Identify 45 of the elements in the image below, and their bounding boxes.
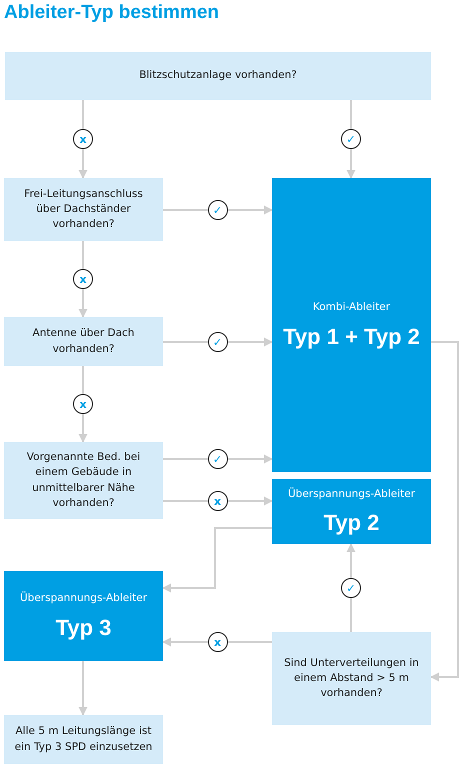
arrow — [78, 366, 88, 443]
box-subtitle: Kombi-Ableiter — [312, 300, 390, 316]
arrow — [430, 341, 459, 682]
arrow — [78, 241, 88, 318]
decision-mark: x — [73, 394, 93, 414]
question-box — [272, 632, 431, 725]
result-box — [4, 571, 163, 661]
decision-mark: x — [208, 632, 228, 652]
arrow — [346, 100, 356, 179]
diagram-title: Ableiter-Typ bestimmen — [4, 2, 220, 24]
arrow — [78, 100, 88, 179]
result-box — [272, 178, 431, 472]
arrow — [163, 496, 273, 506]
decision-mark: ✓ — [208, 332, 228, 352]
arrow — [162, 638, 272, 646]
box-text: Vorgenannte Bed. bei einem Gebäude in unmittelbarer Nähe vorhanden? — [26, 450, 142, 511]
box-text: Sind Unterverteilungen in einem Abstand > 5 m vorhanden? — [283, 656, 420, 702]
arrow — [163, 454, 273, 464]
box-text: Blitzschutzanlage vorhanden? — [139, 68, 297, 84]
box-subtitle: Überspannungs-Ableiter — [20, 591, 148, 606]
question-box — [4, 178, 163, 241]
decision-mark: x — [208, 491, 228, 511]
box-subtitle: Überspannungs-Ableiter — [288, 486, 416, 502]
decision-mark: ✓ — [208, 449, 228, 469]
decision-mark: ✓ — [208, 200, 228, 220]
decision-mark: x — [73, 269, 93, 289]
decision-mark: ✓ — [341, 578, 361, 598]
box-text: Frei-Leitungsanschluss über Dachständer vorhanden? — [23, 186, 144, 232]
arrow — [78, 661, 88, 716]
question-box — [4, 715, 163, 764]
box-heading: Typ 2 — [324, 510, 380, 536]
arrow — [163, 338, 273, 346]
decision-mark: ✓ — [341, 129, 361, 149]
box-heading: Typ 1 + Typ 2 — [283, 324, 420, 350]
box-text: Antenne über Dach vorhanden? — [32, 326, 136, 356]
box-heading: Typ 3 — [56, 614, 112, 641]
arrow — [162, 527, 272, 592]
question-box — [5, 52, 431, 100]
decision-mark: x — [73, 129, 93, 149]
result-box — [272, 479, 431, 544]
question-box — [4, 317, 163, 366]
box-text: Alle 5 m Leitungslänge ist ein Typ 3 SPD einzusetzen — [14, 724, 154, 754]
question-box — [4, 442, 163, 519]
arrow — [163, 206, 273, 214]
arrow — [346, 543, 356, 632]
